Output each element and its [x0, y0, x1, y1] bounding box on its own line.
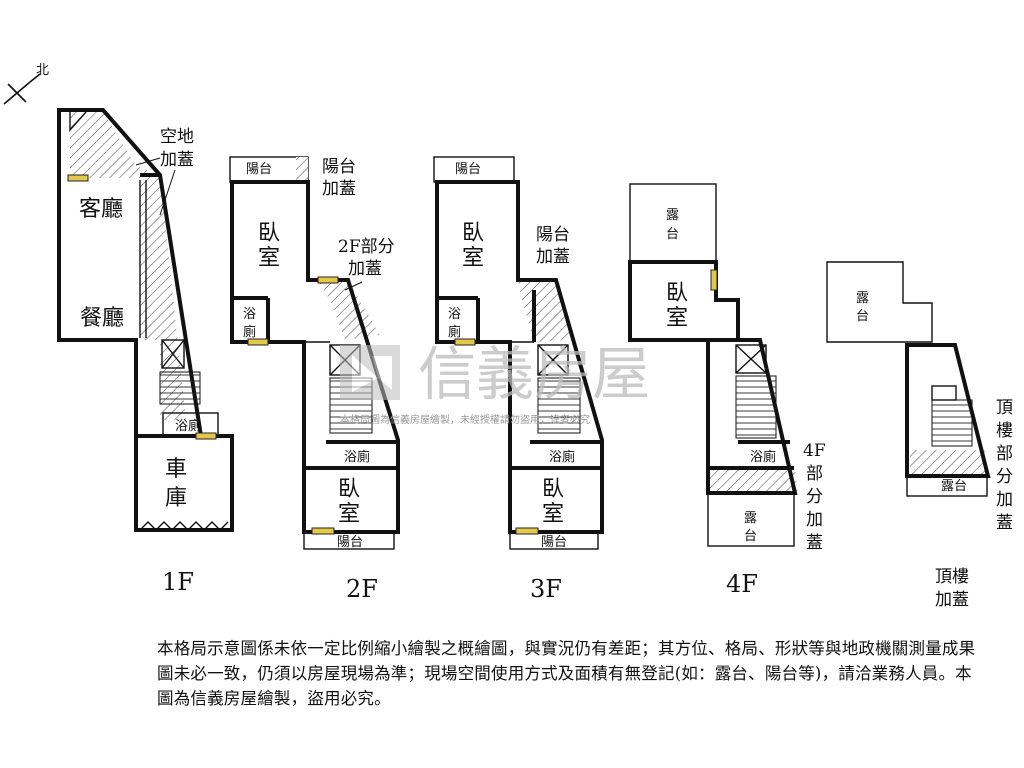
f4-bedroom-line2: 室	[666, 306, 688, 331]
f4-top-terrace-frame	[629, 183, 717, 263]
f3-bedroom-lower-line1: 臥	[542, 477, 564, 502]
f3-bath-line1: 浴	[448, 307, 461, 322]
f2-part-annotation-line2: 加蓋	[348, 259, 382, 279]
f4-annotation-4: 蓋	[806, 533, 823, 553]
f4-annotation-3: 加	[806, 510, 823, 530]
roof-terrace-bottom: 露台	[941, 479, 967, 494]
f4-bottom-terrace-frame	[707, 492, 795, 547]
f3-annotation-line1: 陽台	[536, 225, 570, 245]
f4-annotation-0: 4F	[803, 441, 826, 461]
f2-bath-line1: 浴	[243, 307, 256, 322]
f1-floor-label: 1F	[162, 568, 194, 596]
f2-bedroom-line1: 臥	[258, 221, 280, 246]
f2-bedroom-line2: 室	[258, 246, 280, 271]
f4-annotation-2: 分	[806, 487, 823, 507]
f1-annex-hatch	[70, 112, 186, 420]
roof-annotation-1: 樓	[996, 421, 1013, 441]
f2-part-annotation-line1: 2F部分	[338, 237, 395, 257]
f3-bedroom-line2: 室	[462, 246, 484, 271]
floor-roof: 露 台 露台 頂 樓 部 分 加 蓋 頂樓 加蓋	[826, 261, 1013, 610]
roof-annex-hatch	[910, 450, 988, 476]
watermark: 信義房屋 本格局圖為信義房屋繪製，未經授權請勿盜用，違者必究	[340, 340, 650, 426]
f1-dining-room: 餐廳	[80, 306, 124, 331]
f1-annotation-line2: 加蓋	[160, 150, 194, 170]
watermark-brand: 信義房屋	[418, 340, 650, 408]
f4-terrace-bottom-line2: 台	[744, 529, 757, 544]
f1-garage-line2: 庫	[165, 486, 187, 511]
roof-terrace-top-line2: 台	[856, 309, 869, 324]
f3-bath-line2: 廁	[448, 324, 461, 340]
f3-bedroom-line1: 臥	[462, 221, 484, 246]
f2-bedroom-lower-line2: 室	[338, 502, 360, 527]
f2-balcony-annotation-line2: 加蓋	[322, 179, 356, 199]
f1-outline	[57, 108, 234, 532]
f2-bath-line2: 廁	[243, 324, 256, 340]
roof-annotation-4: 加	[996, 490, 1013, 510]
roof-terrace-bottom-frame	[906, 475, 988, 497]
roof-label-line1: 頂樓	[935, 567, 969, 587]
f4-terrace-top-line2: 台	[666, 227, 679, 242]
roof-annotation-3: 分	[996, 467, 1013, 487]
f2-bedroom-lower-line1: 臥	[338, 477, 360, 502]
roof-annotation-0: 頂	[996, 398, 1013, 418]
disclaimer-text: 本格局示意圖係未依一定比例縮小繪製之概繪圖，與實況仍有差距；其方位、格局、形狀等…	[157, 639, 976, 708]
f1-living-room: 客廳	[79, 197, 123, 222]
roof-label-line2: 加蓋	[935, 590, 969, 610]
floor-3f: 陽台 臥 室 浴 廁 浴廁 臥 室 陽台 陽台 加蓋 3F	[433, 156, 604, 603]
f3-bottom-balcony-frame	[509, 531, 599, 550]
f4-annotation-1: 部	[806, 464, 823, 484]
floor-1f: 客廳 餐廳 浴廁 車 庫 空地 加蓋 1F	[57, 108, 234, 596]
north-arrow-icon: 北	[3, 63, 49, 105]
f4-terrace-top-line1: 露	[666, 208, 679, 223]
roof-outline	[905, 343, 991, 478]
f4-annex-hatch	[710, 470, 798, 493]
f4-bath: 浴廁	[750, 449, 776, 465]
roof-terrace-top-line1: 露	[856, 291, 869, 306]
roof-annotation-5: 蓋	[996, 513, 1013, 533]
f2-floor-label: 2F	[346, 575, 378, 603]
roof-annotation-2: 部	[996, 444, 1013, 464]
f2-bottom-balcony-frame	[303, 531, 395, 550]
f2-balcony-top: 陽台	[246, 162, 272, 177]
f3-bath-lower: 浴廁	[549, 449, 575, 465]
f2-balcony-bottom: 陽台	[337, 535, 363, 550]
f3-bedroom-lower-line2: 室	[542, 502, 564, 527]
f3-floor-label: 3F	[530, 575, 562, 603]
f2-bath-lower: 浴廁	[344, 449, 370, 465]
f2-annex-hatch	[318, 280, 380, 340]
north-label: 北	[36, 63, 49, 78]
f1-bath: 浴廁	[175, 418, 201, 434]
f3-annotation-line2: 加蓋	[536, 247, 570, 267]
f1-garage-line1: 車	[165, 457, 187, 482]
f4-floor-label: 4F	[726, 570, 758, 598]
brand-logo-icon	[340, 345, 400, 400]
roof-terrace-top-frame	[826, 261, 933, 343]
f4-terrace-bottom-line1: 露	[744, 511, 757, 526]
f3-balcony-top: 陽台	[455, 162, 481, 177]
f2-balcony-annotation-line1: 陽台	[322, 157, 356, 177]
watermark-notice: 本格局圖為信義房屋繪製，未經授權請勿盜用，違者必究	[340, 413, 590, 426]
f3-balcony-bottom: 陽台	[541, 535, 567, 550]
f4-bedroom-outline	[628, 260, 740, 342]
floor-4f: 露 台 臥 室 浴廁 露 台 4F 部 分 加 蓋 4F	[628, 183, 826, 598]
f4-bedroom-line1: 臥	[666, 281, 688, 306]
f1-annotation-line1: 空地	[160, 127, 194, 147]
